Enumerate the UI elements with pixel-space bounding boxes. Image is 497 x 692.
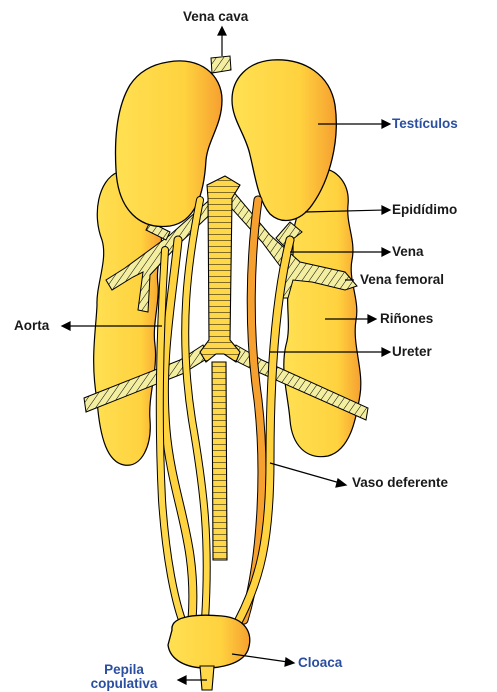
label-cloaca: Cloaca <box>298 655 342 671</box>
label-ureter: Ureter <box>392 344 432 360</box>
label-testiculos: Testículos <box>392 116 458 132</box>
vena-cava <box>211 56 231 73</box>
label-rinones: Riñones <box>380 311 433 327</box>
left-testis <box>116 61 222 227</box>
label-epididimo: Epidídimo <box>392 202 457 218</box>
label-vena-femoral: Vena femoral <box>360 272 444 288</box>
label-vena-cava: Vena cava <box>183 9 248 25</box>
label-aorta: Aorta <box>14 318 49 334</box>
label-vaso-deferente: Vaso deferente <box>352 475 448 491</box>
label-copulativa: copulativa <box>86 676 162 692</box>
label-vena: Vena <box>392 244 424 260</box>
